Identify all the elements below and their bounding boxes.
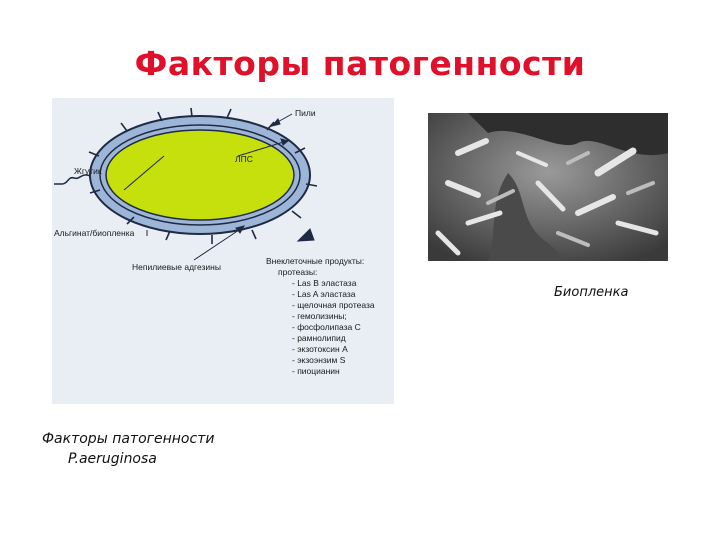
pili-label: Пили bbox=[295, 108, 316, 118]
photo-caption: Биопленка bbox=[554, 285, 629, 300]
list-item: - экзоэнзим S bbox=[292, 355, 346, 365]
diagram-caption: Факторы патогенности P.aeruginosa bbox=[42, 431, 215, 467]
alginate-label: Альгинат/биопленка bbox=[54, 228, 135, 238]
pili-spikes bbox=[88, 107, 318, 244]
bacterium-diagram: Пили ЛПС Жгутик Альгинат/биопленка Непил… bbox=[52, 98, 394, 404]
list-item: - экзотоксин А bbox=[292, 344, 348, 354]
list-item: - рамнолипид bbox=[292, 333, 346, 343]
cell-wall bbox=[99, 124, 301, 226]
products-title: Внеклеточные продукты: протеазы: bbox=[266, 256, 365, 277]
list-item: - пиоцианин bbox=[292, 366, 340, 376]
biofilm-micrograph bbox=[428, 113, 668, 261]
flagellum bbox=[54, 174, 91, 185]
bacterium-illustration bbox=[54, 107, 318, 261]
list-item: - гемолизины; bbox=[292, 311, 347, 321]
slide-title: Факторы патогенности bbox=[134, 44, 586, 83]
list-item: - Las A эластаза bbox=[292, 289, 356, 299]
flagellum-label: Жгутик bbox=[74, 166, 102, 176]
leader-lines bbox=[123, 113, 315, 261]
list-item: - Las B эластаза bbox=[292, 278, 357, 288]
lps-label: ЛПС bbox=[235, 154, 253, 164]
products-list: - Las B эластаза - Las A эластаза - щело… bbox=[292, 278, 375, 377]
list-item: - фосфолипаза С bbox=[292, 322, 361, 332]
cytoplasm bbox=[105, 129, 295, 221]
adhesins-label: Непилиевые адгезины bbox=[132, 262, 221, 272]
biofilm-photo bbox=[428, 113, 668, 261]
list-item: - щелочная протеаза bbox=[292, 300, 375, 310]
